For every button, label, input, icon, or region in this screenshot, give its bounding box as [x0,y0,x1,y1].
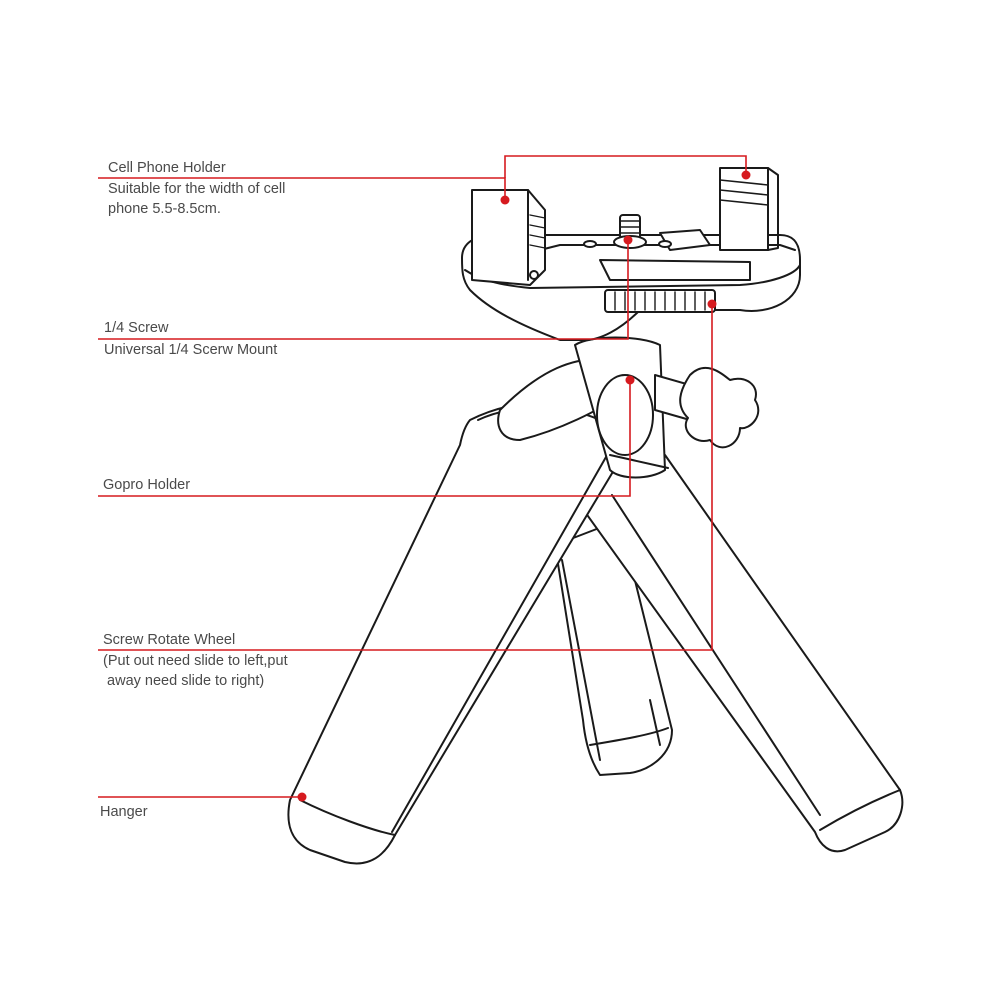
callout-screw-rotate-wheel-title: Screw Rotate Wheel [103,632,236,648]
back-leg [554,519,673,776]
leader-line-quarter-screw [98,242,629,340]
ball-head [574,336,669,479]
callout-quarter-screw-title: 1/4 Screw [104,320,169,336]
callout-cell-phone-holder-title: Cell Phone Holder [108,160,226,176]
leader-line-cell-phone-holder-right [504,155,747,178]
callout-screw-rotate-wheel-desc-2: away need slide to right) [103,673,265,689]
leader-marker-gopro-holder [625,375,635,385]
callout-quarter-screw-desc-1: Universal 1/4 Scerw Mount [104,342,278,358]
leader-marker-cell-phone-holder [500,195,510,205]
callout-gopro-holder-title: Gopro Holder [103,477,191,493]
rotate-wheel [604,289,716,313]
callout-hanger-title: Hanger [100,804,148,820]
leader-marker-screw-rotate-wheel [707,299,717,309]
callout-screw-rotate-wheel-desc-1: (Put out need slide to left,put [103,653,288,669]
tension-knob [654,366,760,449]
leader-line-gopro-holder [98,382,631,497]
right-leg [579,454,904,853]
leader-line-screw-rotate-wheel [98,306,713,651]
right-clamp [719,167,779,251]
left-clamp [471,189,546,286]
callout-cell-phone-holder-desc-2: phone 5.5-8.5cm. [108,201,221,217]
leader-marker-cell-phone-holder-right [741,170,751,180]
callout-leaders [98,155,751,802]
leader-marker-hanger [297,792,307,802]
callout-cell-phone-holder-desc-1: Suitable for the width of cell [108,181,286,197]
leader-marker-quarter-screw [623,235,633,245]
